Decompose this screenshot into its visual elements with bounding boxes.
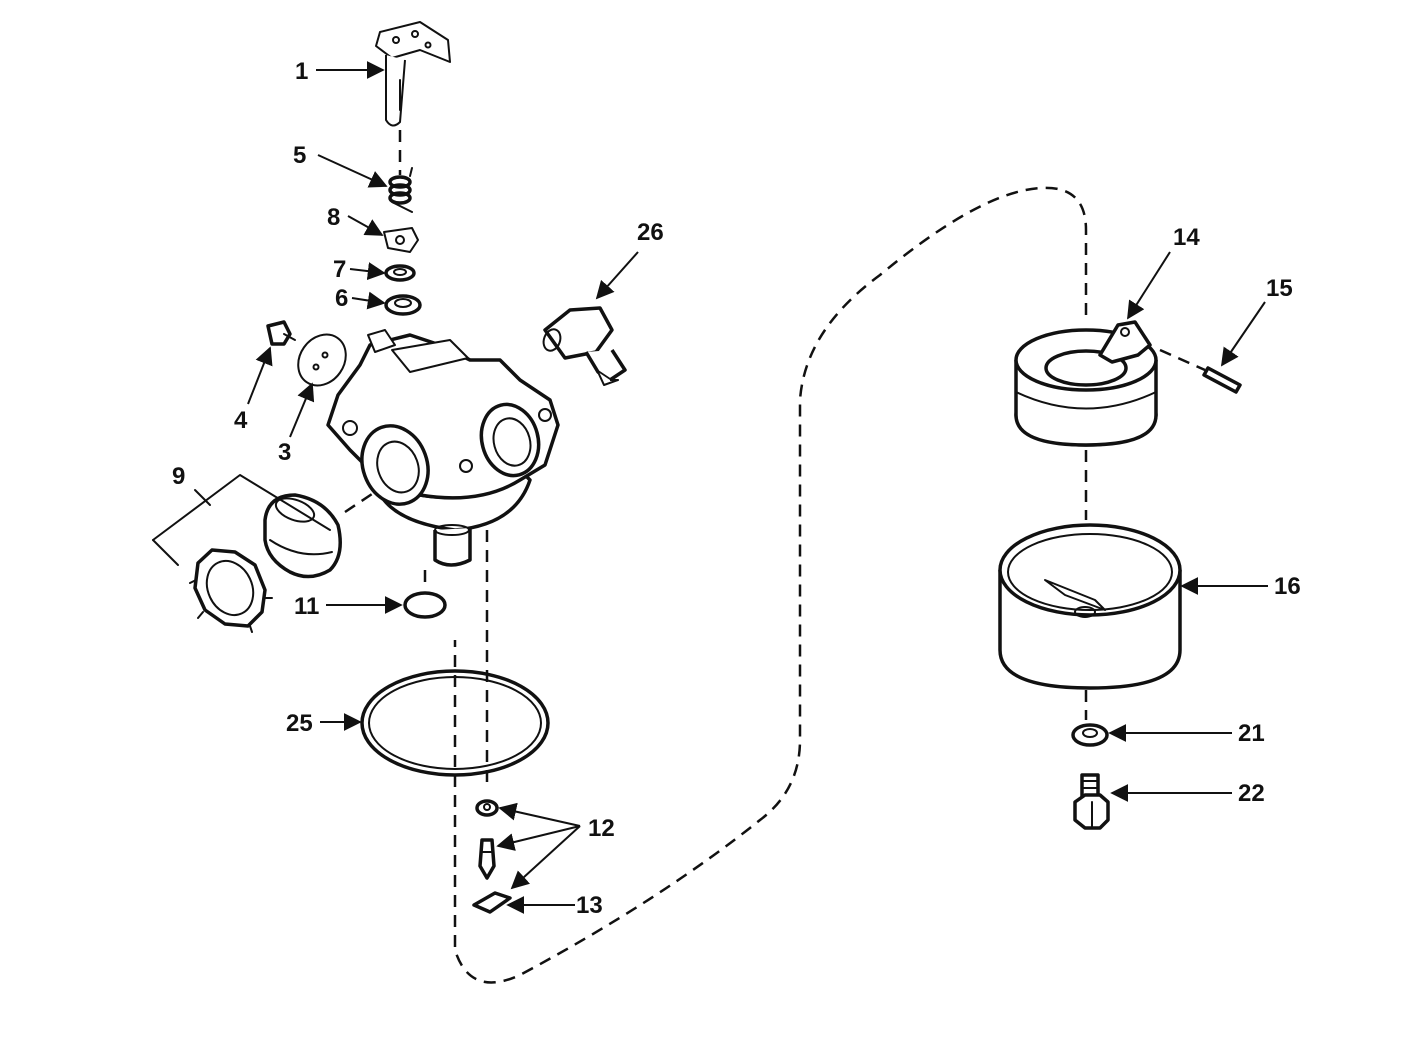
callout-14: 14 <box>1173 224 1200 251</box>
callout-4: 4 <box>234 407 248 434</box>
callout-6: 6 <box>335 285 348 312</box>
assembly-path-lines <box>344 130 1206 984</box>
callout-labels: 1 5 8 7 6 4 3 9 26 11 25 12 13 14 15 16 … <box>172 58 1301 919</box>
part-float-pin <box>1202 366 1242 394</box>
callout-22: 22 <box>1238 780 1265 807</box>
callout-21: 21 <box>1238 720 1265 747</box>
part-float-bowl <box>998 523 1182 690</box>
part-primer-assembly <box>152 474 342 633</box>
part-throttle-shaft <box>375 21 451 127</box>
part-float <box>1014 320 1158 447</box>
part-bowl-gasket <box>360 669 550 777</box>
callout-7: 7 <box>333 256 346 283</box>
part-bowl-washer <box>1071 723 1109 747</box>
part-seal-6 <box>384 294 422 316</box>
callout-26: 26 <box>637 219 664 246</box>
part-welch-plug <box>403 591 447 619</box>
part-bowl-nut <box>1073 773 1110 830</box>
part-float-clip <box>472 891 512 914</box>
callout-1: 1 <box>295 58 308 85</box>
part-needle-seat <box>475 799 499 880</box>
part-spring <box>388 167 413 213</box>
part-seal-7 <box>384 264 416 282</box>
callout-9: 9 <box>172 463 185 490</box>
callout-5: 5 <box>293 142 306 169</box>
callout-15: 15 <box>1266 275 1293 302</box>
callout-16: 16 <box>1274 573 1301 600</box>
callout-13: 13 <box>576 892 603 919</box>
callout-11: 11 <box>294 593 319 620</box>
assembly-path-loop <box>453 186 1088 984</box>
callout-25: 25 <box>286 710 313 737</box>
part-throttle-stop <box>383 227 419 253</box>
part-screw <box>266 320 296 346</box>
callout-8: 8 <box>327 204 340 231</box>
part-throttle-plate <box>297 333 347 387</box>
leader-lines <box>247 61 1268 914</box>
assembly-path-float-pin <box>1159 348 1206 372</box>
assembly-path-primer <box>344 488 379 514</box>
callout-3: 3 <box>278 439 291 466</box>
part-carburetor-body <box>326 329 560 567</box>
part-fuel-inlet <box>542 306 627 386</box>
callout-12: 12 <box>588 815 615 842</box>
